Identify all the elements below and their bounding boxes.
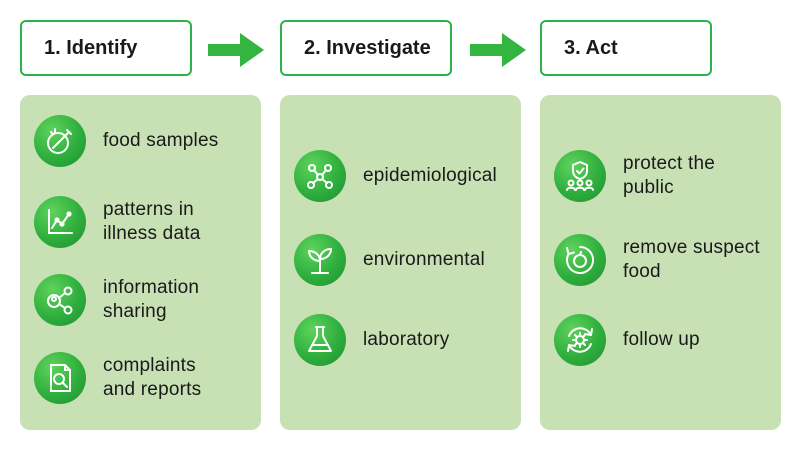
item-label: epidemiological xyxy=(363,165,497,186)
item-label: laboratory xyxy=(363,329,450,350)
list-item: remove suspect food xyxy=(554,234,760,286)
cycle-gear-icon xyxy=(554,314,606,366)
item-label: food samples xyxy=(103,130,219,151)
chart-icon xyxy=(34,196,86,248)
list-item: laboratory xyxy=(294,314,450,366)
step-3-header: 3. Act xyxy=(540,20,712,76)
list-item: follow up xyxy=(554,314,700,366)
step-3-title: 3. Act xyxy=(564,36,618,59)
step-1-title: 1. Identify xyxy=(44,36,138,59)
item-label: follow up xyxy=(623,329,700,350)
report-icon xyxy=(34,352,86,404)
step-1-header: 1. Identify xyxy=(20,20,192,76)
arrow-right-icon xyxy=(470,33,526,67)
step-2-title: 2. Investigate xyxy=(304,36,431,59)
item-label: remove suspect food xyxy=(623,237,760,282)
identify-panel: food samples patterns in illness data in… xyxy=(20,95,261,430)
act-panel: protect the public remove suspect food f… xyxy=(540,95,781,430)
item-label: information sharing xyxy=(103,277,200,322)
shield-people-icon xyxy=(554,150,606,202)
plant-icon xyxy=(294,234,346,286)
list-item: complaints and reports xyxy=(34,352,201,404)
network-icon xyxy=(294,150,346,202)
item-label: protect the public xyxy=(623,153,715,198)
item-label: complaints and reports xyxy=(103,355,202,400)
list-item: information sharing xyxy=(34,274,199,326)
list-item: environmental xyxy=(294,234,485,286)
share-icon xyxy=(34,274,86,326)
list-item: food samples xyxy=(34,115,218,167)
arrow-right-icon xyxy=(208,33,264,67)
list-item: protect the public xyxy=(554,150,715,202)
list-item: patterns in illness data xyxy=(34,196,200,248)
sample-icon xyxy=(34,115,86,167)
flask-icon xyxy=(294,314,346,366)
item-label: patterns in illness data xyxy=(103,199,201,244)
investigate-panel: epidemiological environmental laboratory xyxy=(280,95,521,430)
step-2-header: 2. Investigate xyxy=(280,20,452,76)
remove-food-icon xyxy=(554,234,606,286)
list-item: epidemiological xyxy=(294,150,497,202)
item-label: environmental xyxy=(363,249,485,270)
